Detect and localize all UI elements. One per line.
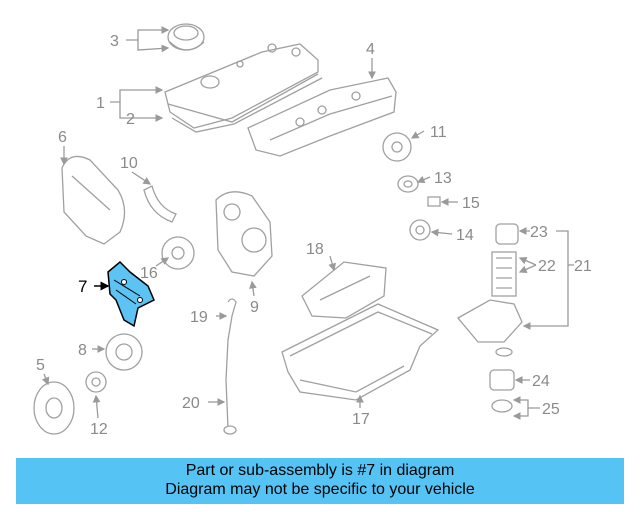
banner-line-disclaimer: Diagram may not be specific to your vehi…: [165, 481, 475, 498]
callout-7: 7: [78, 277, 87, 296]
callout-2: 2: [126, 111, 135, 128]
sensor-part: [427, 196, 441, 207]
callout-13: 13: [434, 170, 452, 187]
highlighted-part-7: [107, 260, 155, 328]
timing-belt-cover-part: [61, 155, 126, 245]
dipstick-part: [223, 298, 237, 435]
crank-sprocket-part: [85, 371, 107, 393]
bearing-shell-part: [143, 185, 177, 223]
baffle-part: [301, 261, 387, 319]
leader-lines: [41, 26, 574, 420]
callout-25: 25: [542, 401, 560, 418]
callout-24: 24: [532, 373, 550, 390]
oil-seal-part: [105, 333, 143, 371]
callout-22: 22: [538, 258, 556, 275]
callout-14: 14: [456, 227, 474, 244]
callout-18: 18: [306, 241, 324, 258]
callout-12: 12: [90, 421, 108, 438]
callout-11: 11: [430, 124, 447, 141]
valve-cover-part: [164, 43, 323, 133]
callout-23: 23: [530, 224, 548, 241]
callout-numbers: 3 1 2 4 6 11 10 13 15 14 18 16 9 19 7 8 …: [36, 33, 592, 438]
oil-pan-part: [281, 303, 440, 401]
callout-1: 1: [96, 95, 105, 112]
info-banner: Part or sub-assembly is #7 in diagram Di…: [16, 458, 624, 504]
callout-16: 16: [140, 265, 158, 282]
callout-9: 9: [250, 299, 259, 316]
seal-part: [491, 399, 513, 413]
cam-cover-part: [247, 77, 397, 157]
callout-20: 20: [182, 395, 200, 412]
idler-gear-part: [161, 236, 195, 270]
cam-sprocket-part: [382, 132, 412, 162]
callout-3: 3: [110, 33, 119, 50]
banner-line-part-number: Part or sub-assembly is #7 in diagram: [185, 462, 455, 479]
callout-5: 5: [36, 357, 45, 374]
idler-pulley-part: [409, 219, 431, 241]
pulley-part: [33, 381, 75, 435]
oil-filter-housing-part: [457, 223, 523, 357]
oil-filler-cap-part: [167, 23, 205, 51]
callout-8: 8: [78, 342, 87, 359]
callout-21: 21: [574, 258, 592, 275]
callout-4: 4: [366, 41, 375, 58]
callout-6: 6: [58, 129, 67, 146]
callout-10: 10: [120, 155, 138, 172]
oil-cooler-part: [489, 369, 515, 391]
timing-case-part: [215, 191, 273, 277]
callout-15: 15: [462, 195, 480, 212]
tensioner-part: [397, 175, 419, 193]
callout-19: 19: [190, 309, 208, 326]
callout-17: 17: [352, 411, 370, 428]
